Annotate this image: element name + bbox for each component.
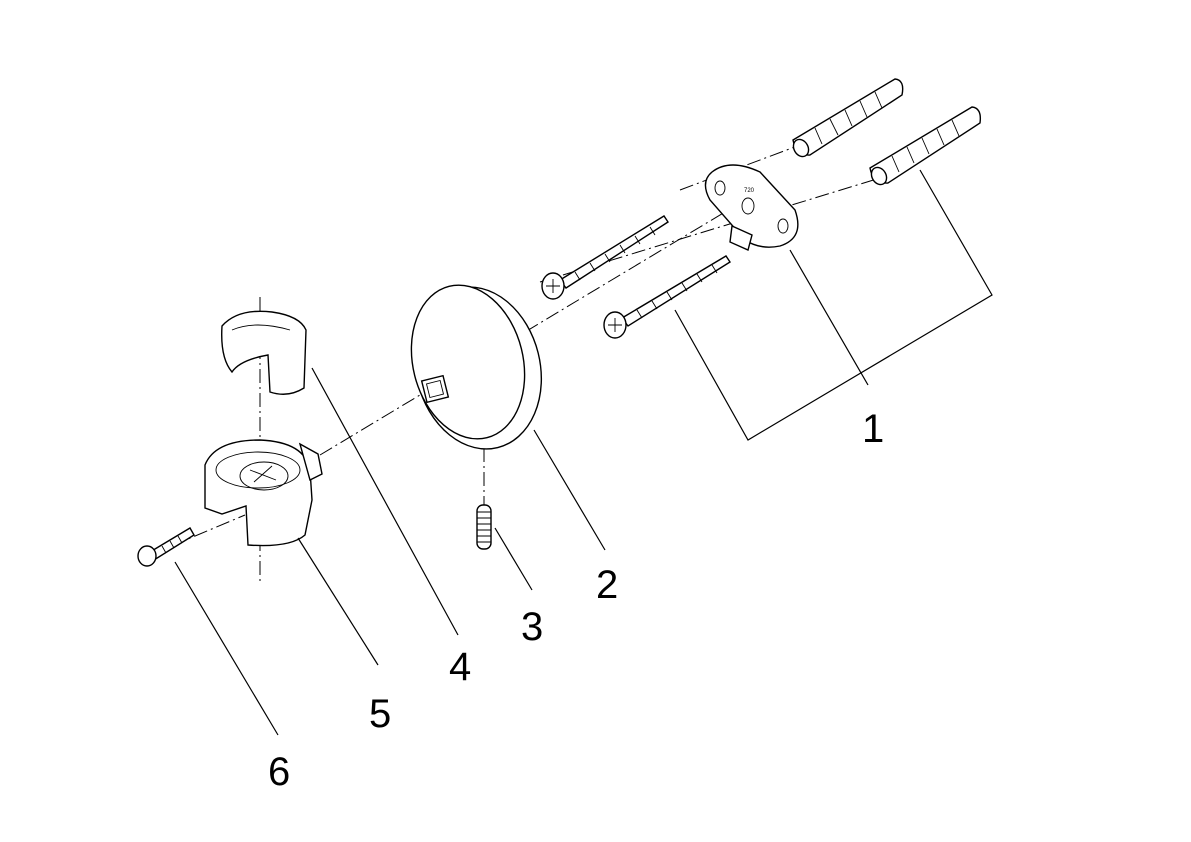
screw-upper	[541, 215, 669, 300]
plate-marking: 720	[744, 188, 755, 194]
callout-labels: 1 2 3 4 5 6	[268, 407, 884, 794]
screw-lower	[603, 255, 731, 339]
leader-1-anchors	[674, 169, 993, 441]
callout-6: 6	[268, 750, 290, 794]
leader-2	[533, 429, 606, 551]
callout-5: 5	[369, 692, 391, 736]
leader-6	[174, 561, 279, 736]
callout-2: 2	[596, 563, 618, 607]
wall-anchor-upper	[792, 78, 904, 158]
leader-3	[494, 527, 533, 591]
insert-sleeve	[221, 310, 307, 395]
leader-4	[311, 367, 459, 636]
callout-3: 3	[521, 605, 543, 649]
mounting-plate: 720	[704, 164, 799, 251]
leader-lines	[174, 169, 993, 736]
cover-rosette	[410, 284, 543, 450]
leader-5	[297, 537, 379, 666]
callout-1: 1	[862, 407, 884, 451]
clamp-screw	[137, 527, 195, 567]
wall-anchor-lower	[869, 106, 982, 186]
holder-clamp	[204, 439, 323, 547]
callout-4: 4	[449, 645, 471, 689]
set-screw	[476, 504, 492, 550]
leader-1-plate	[789, 249, 869, 386]
